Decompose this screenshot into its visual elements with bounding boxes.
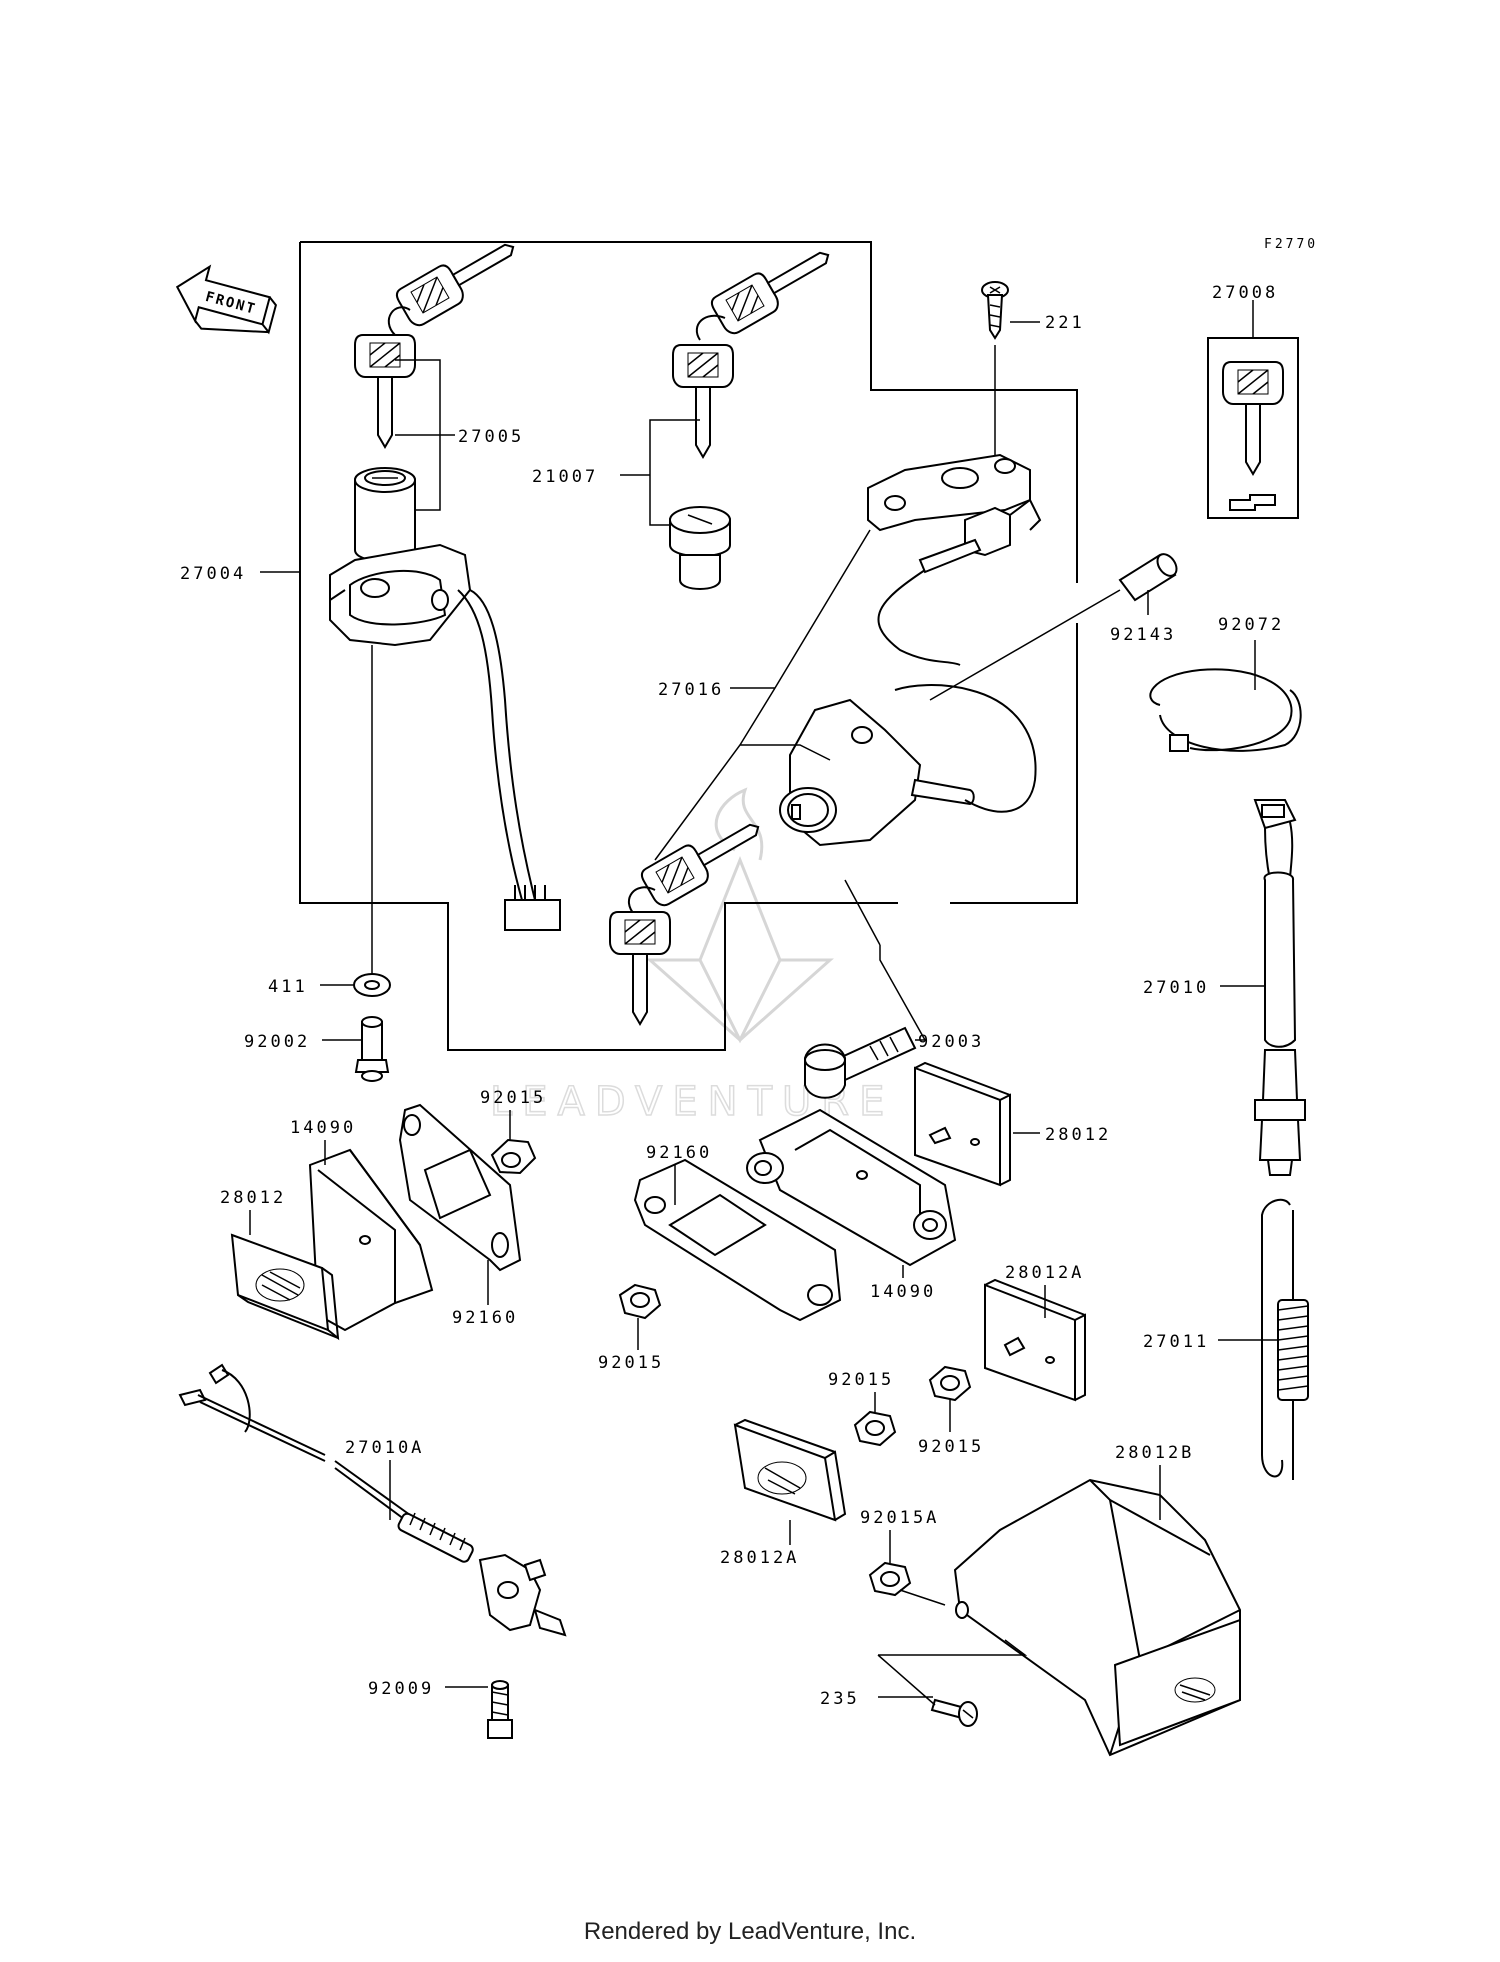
reflector-lens-left: [230, 1233, 340, 1341]
label-92015-top[interactable]: 92015: [480, 1088, 546, 1108]
washer-411: [353, 973, 391, 997]
reflector-bracket-left: [398, 1103, 522, 1272]
nut-92015-bottom-left: [853, 1410, 897, 1447]
part-labels: 27005 21007 221 27008 27004 27016 92143 …: [180, 283, 1284, 1709]
reflector-housing-center: [746, 1108, 957, 1267]
label-28012A-bottom[interactable]: 28012A: [720, 1548, 799, 1568]
sleeve-92143: [1118, 553, 1178, 602]
switch-bracket: [867, 453, 1042, 666]
kit-outline-box: [299, 241, 1078, 1051]
nut-92015-bottom-right: [928, 1365, 972, 1402]
reflector-housing-left: [308, 1148, 434, 1332]
key-pair-27016: [609, 823, 760, 1026]
cable-27010A: [178, 1363, 567, 1637]
front-arrow-icon: FRONT: [175, 264, 277, 335]
key-blank-27008: [1207, 337, 1299, 519]
label-92015A[interactable]: 92015A: [860, 1508, 939, 1528]
figure-code: F2770: [1264, 237, 1318, 252]
label-28012-left[interactable]: 28012: [220, 1188, 286, 1208]
reflector-lens-center-28012: [914, 1061, 1011, 1187]
clamp-band-92072: [1149, 668, 1302, 752]
bolt-92002: [354, 1016, 390, 1082]
label-27016[interactable]: 27016: [658, 680, 724, 700]
label-92003[interactable]: 92003: [918, 1032, 984, 1052]
label-27005[interactable]: 27005: [458, 427, 524, 447]
label-28012-right[interactable]: 28012: [1045, 1125, 1111, 1145]
label-411[interactable]: 411: [268, 977, 308, 997]
screw-235: [930, 1698, 978, 1727]
tail-reflector-28012B: [953, 1478, 1241, 1757]
screw-221: [981, 281, 1009, 340]
reflector-lens-28012A: [984, 1278, 1086, 1402]
label-235[interactable]: 235: [820, 1689, 860, 1709]
label-28012B[interactable]: 28012B: [1115, 1443, 1194, 1463]
neutral-switch-lead-27010: [1253, 799, 1306, 1176]
label-221[interactable]: 221: [1045, 313, 1085, 333]
label-92143[interactable]: 92143: [1110, 625, 1176, 645]
label-92160-left[interactable]: 92160: [452, 1308, 518, 1328]
label-92002[interactable]: 92002: [244, 1032, 310, 1052]
footer-credit: Rendered by LeadVenture, Inc.: [583, 1918, 917, 1945]
label-92015-bottom-right[interactable]: 92015: [918, 1437, 984, 1457]
label-27011[interactable]: 27011: [1143, 1332, 1209, 1352]
reflector-lens-28012A-bottom: [733, 1418, 847, 1522]
lock-cylinder: [669, 506, 731, 590]
label-27004[interactable]: 27004: [180, 564, 246, 584]
label-92072[interactable]: 92072: [1218, 615, 1284, 635]
label-28012A-right[interactable]: 28012A: [1005, 1263, 1084, 1283]
label-27008[interactable]: 27008: [1212, 283, 1278, 303]
reflector-gasket-center: [633, 1158, 842, 1322]
label-27010A[interactable]: 27010A: [345, 1438, 424, 1458]
nut-92015-center: [618, 1283, 662, 1320]
nut-92015A: [868, 1561, 912, 1597]
nut-92015-left: [490, 1138, 537, 1175]
key-pair-21007: [672, 251, 830, 459]
bolt-92003: [804, 1026, 917, 1099]
label-92009[interactable]: 92009: [368, 1679, 434, 1699]
seat-lock: [779, 684, 1037, 847]
label-92015-center[interactable]: 92015: [598, 1353, 664, 1373]
label-27010[interactable]: 27010: [1143, 978, 1209, 998]
label-92015-bottom-left[interactable]: 92015: [828, 1370, 894, 1390]
spring-lead-27011: [1261, 1198, 1309, 1480]
ignition-switch: [329, 467, 561, 931]
label-14090-left[interactable]: 14090: [290, 1118, 356, 1138]
leader-lines: [249, 300, 1278, 1706]
label-14090-center[interactable]: 14090: [870, 1282, 936, 1302]
key-pair-27005: [354, 243, 515, 449]
label-21007[interactable]: 21007: [532, 467, 598, 487]
label-92160-center[interactable]: 92160: [646, 1143, 712, 1163]
screw-92009: [487, 1680, 513, 1739]
